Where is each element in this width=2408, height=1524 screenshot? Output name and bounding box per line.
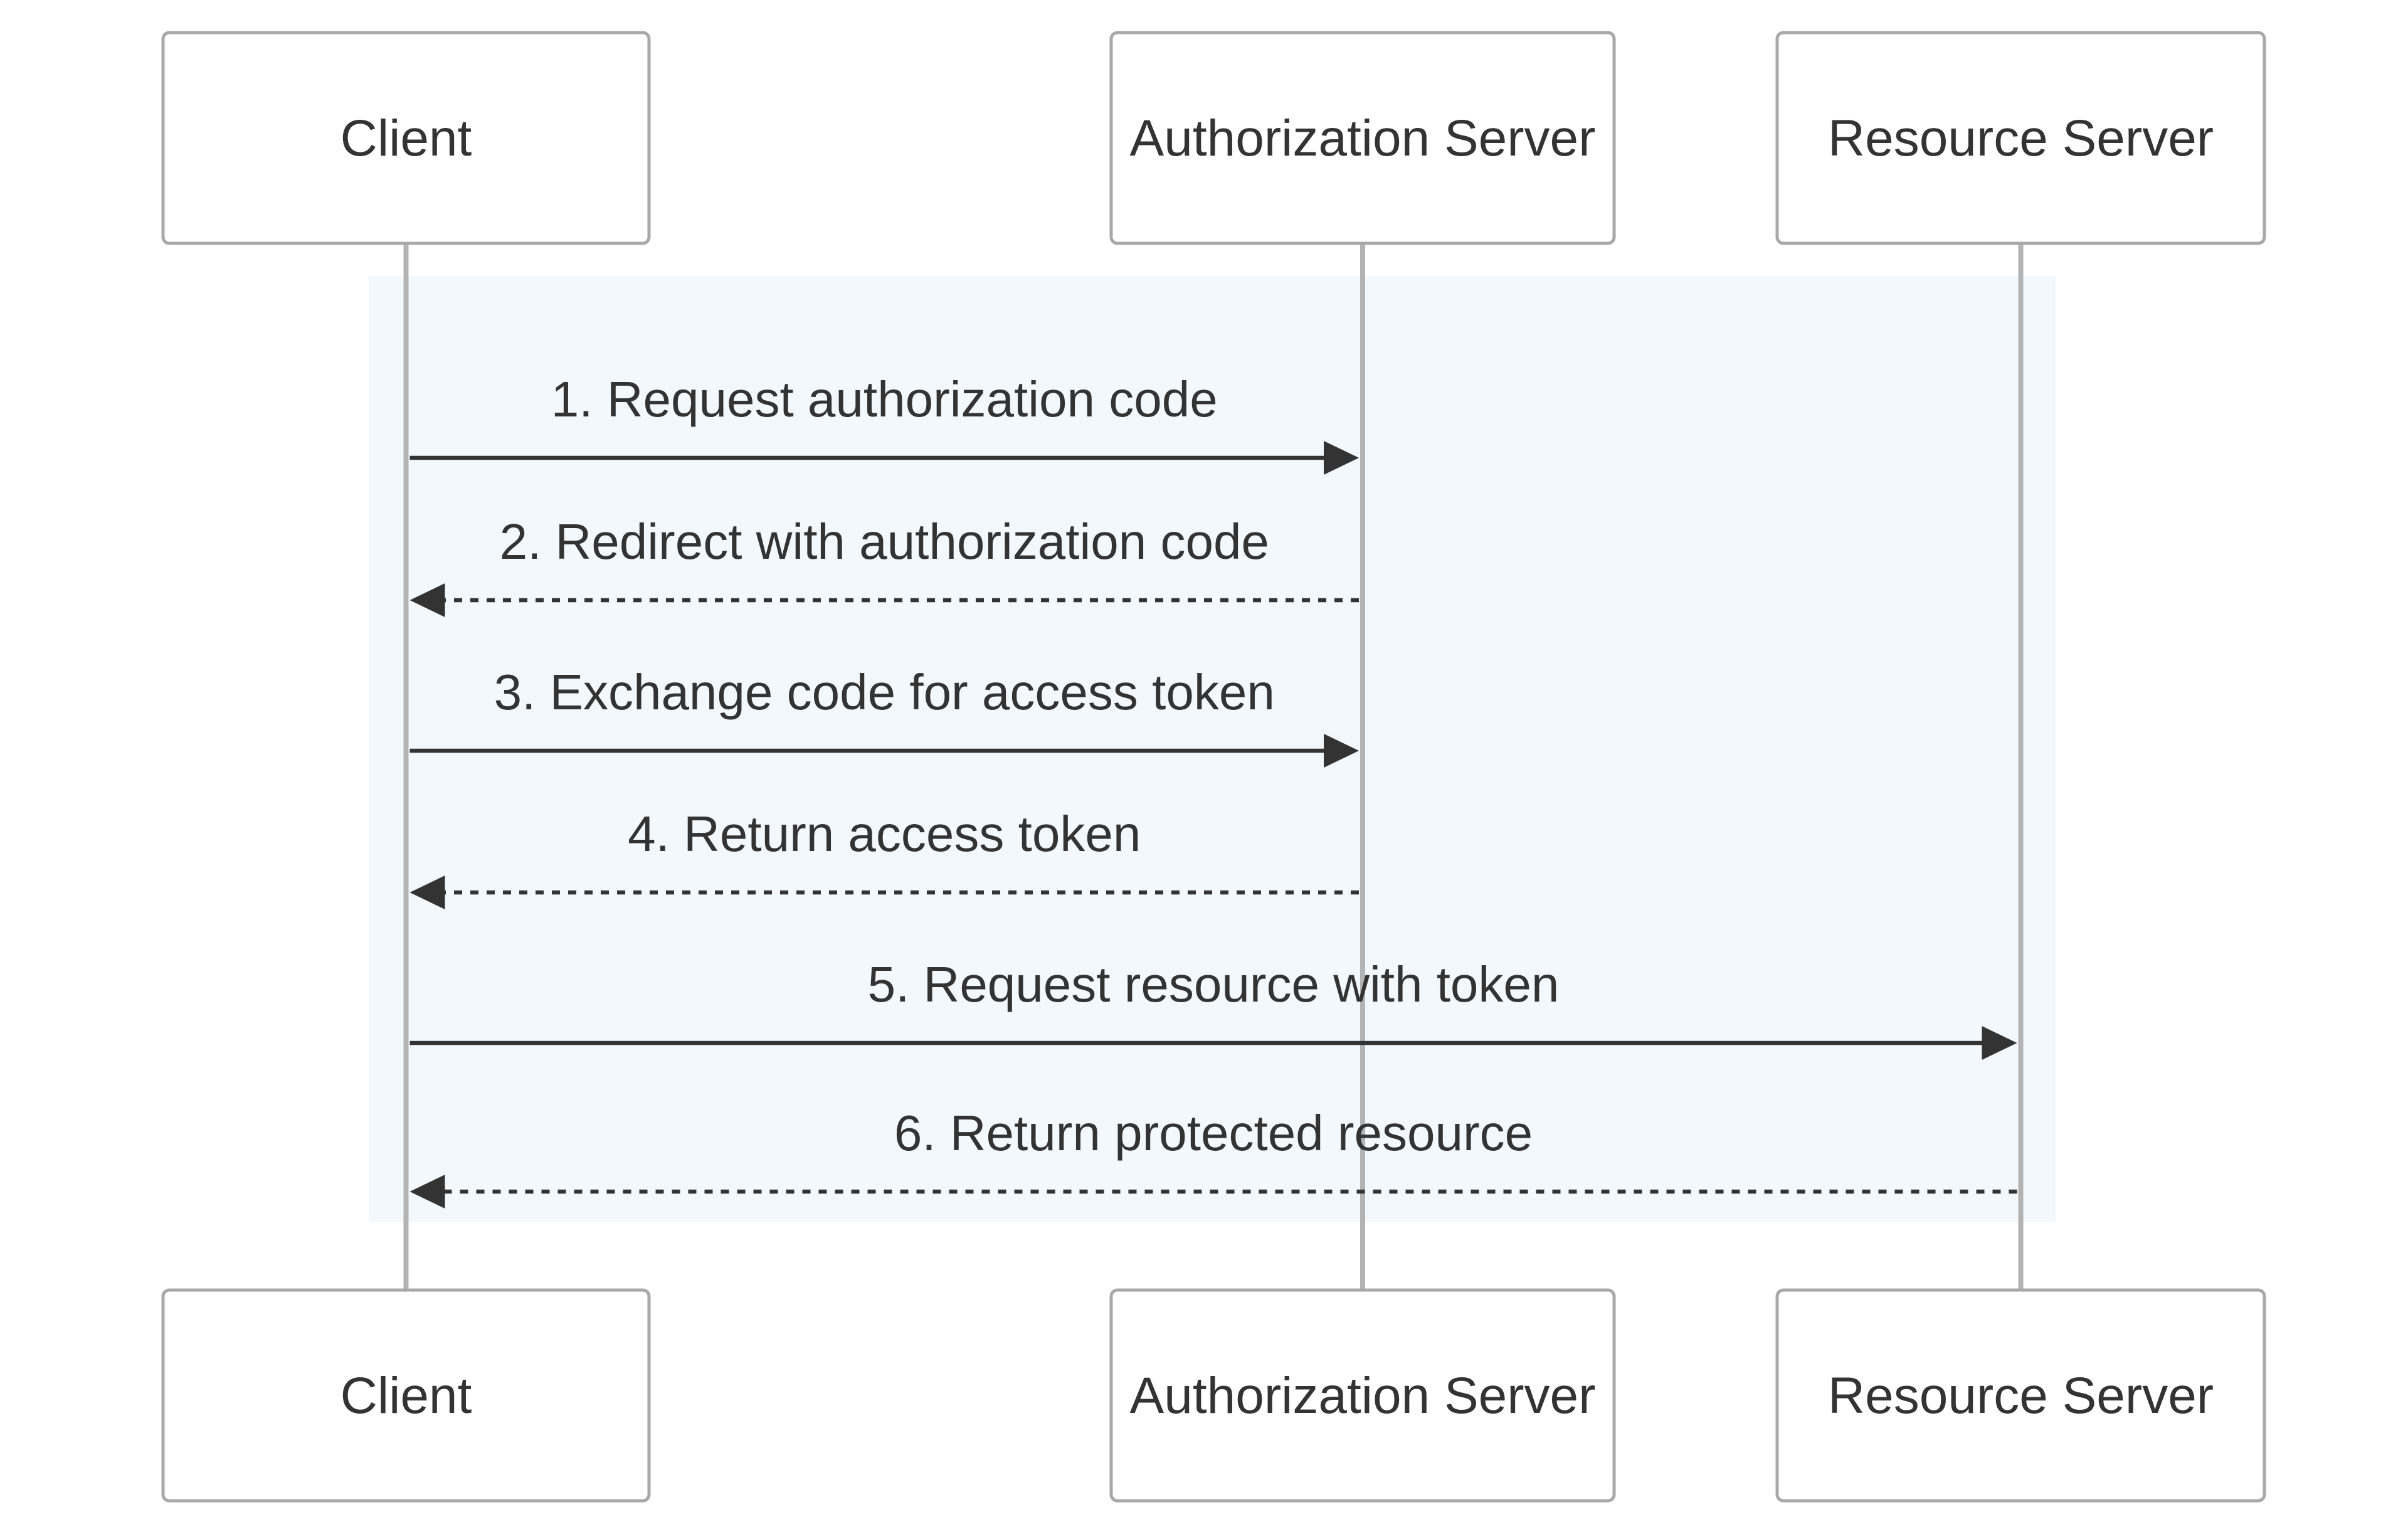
message-5: 5. Request resource with token	[409, 956, 2017, 1060]
actor-label: Client	[341, 110, 472, 167]
actor-label: Resource Server	[1828, 110, 2214, 167]
actor-client-bottom: Client	[161, 1288, 651, 1503]
actor-box	[1775, 31, 2266, 245]
message-label: 5. Request resource with token	[868, 956, 1560, 1012]
message-1: 1. Request authorization code	[409, 371, 1359, 475]
actor-box	[1109, 1288, 1616, 1503]
message-3: 3. Exchange code for access token	[409, 664, 1359, 768]
arrowhead-icon	[1324, 734, 1359, 768]
actor-client-top: Client	[161, 31, 651, 245]
actor-label: Resource Server	[1828, 1367, 2214, 1424]
message-label: 2. Redirect with authorization code	[500, 514, 1269, 569]
actor-auth-bottom: Authorization Server	[1109, 1288, 1616, 1503]
arrowhead-icon	[409, 583, 445, 617]
message-label: 3. Exchange code for access token	[494, 664, 1275, 720]
arrowhead-icon	[409, 876, 445, 909]
actor-label: Client	[341, 1367, 472, 1424]
arrowhead-icon	[1324, 441, 1359, 475]
actor-box	[1109, 31, 1616, 245]
actor-resource-bottom: Resource Server	[1775, 1288, 2266, 1503]
message-label: 1. Request authorization code	[551, 371, 1218, 427]
message-label: 6. Return protected resource	[894, 1105, 1533, 1161]
message-label: 4. Return access token	[628, 806, 1141, 862]
arrowhead-icon	[1982, 1026, 2017, 1060]
message-6: 6. Return protected resource	[409, 1105, 2017, 1209]
actor-box	[1775, 1288, 2266, 1503]
actor-resource-top: Resource Server	[1775, 31, 2266, 245]
arrowhead-icon	[409, 1175, 445, 1209]
actor-label: Authorization Server	[1130, 110, 1596, 167]
message-4: 4. Return access token	[409, 806, 1359, 909]
actor-label: Authorization Server	[1130, 1367, 1596, 1424]
actor-box	[161, 31, 651, 245]
actor-auth-top: Authorization Server	[1109, 31, 1616, 245]
message-2: 2. Redirect with authorization code	[409, 514, 1359, 617]
actor-box	[161, 1288, 651, 1503]
